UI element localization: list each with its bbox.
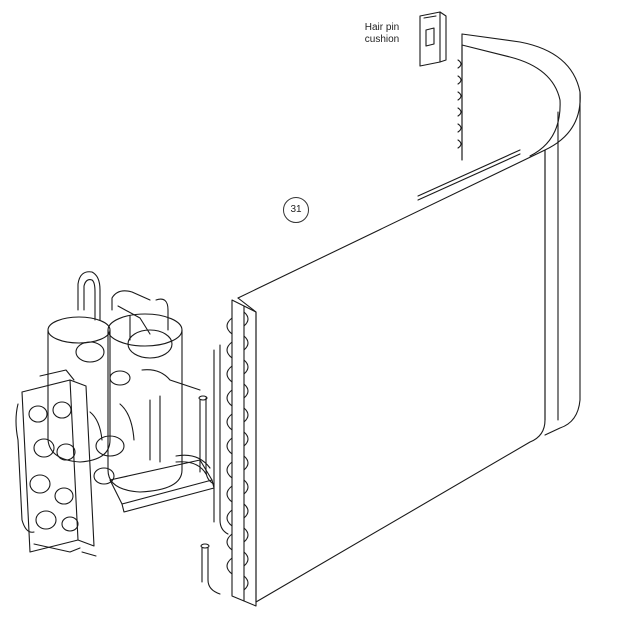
compressor-assembly [15,271,215,557]
hair-pin-cushion [419,11,447,67]
part-number-badge: 31 [283,197,309,223]
back-hairpin-bends [457,59,462,149]
front-hairpin-bends [226,311,249,591]
hair-pin-cushion-label: Hair pin cushion [364,22,400,45]
condenser-coil [198,33,581,607]
